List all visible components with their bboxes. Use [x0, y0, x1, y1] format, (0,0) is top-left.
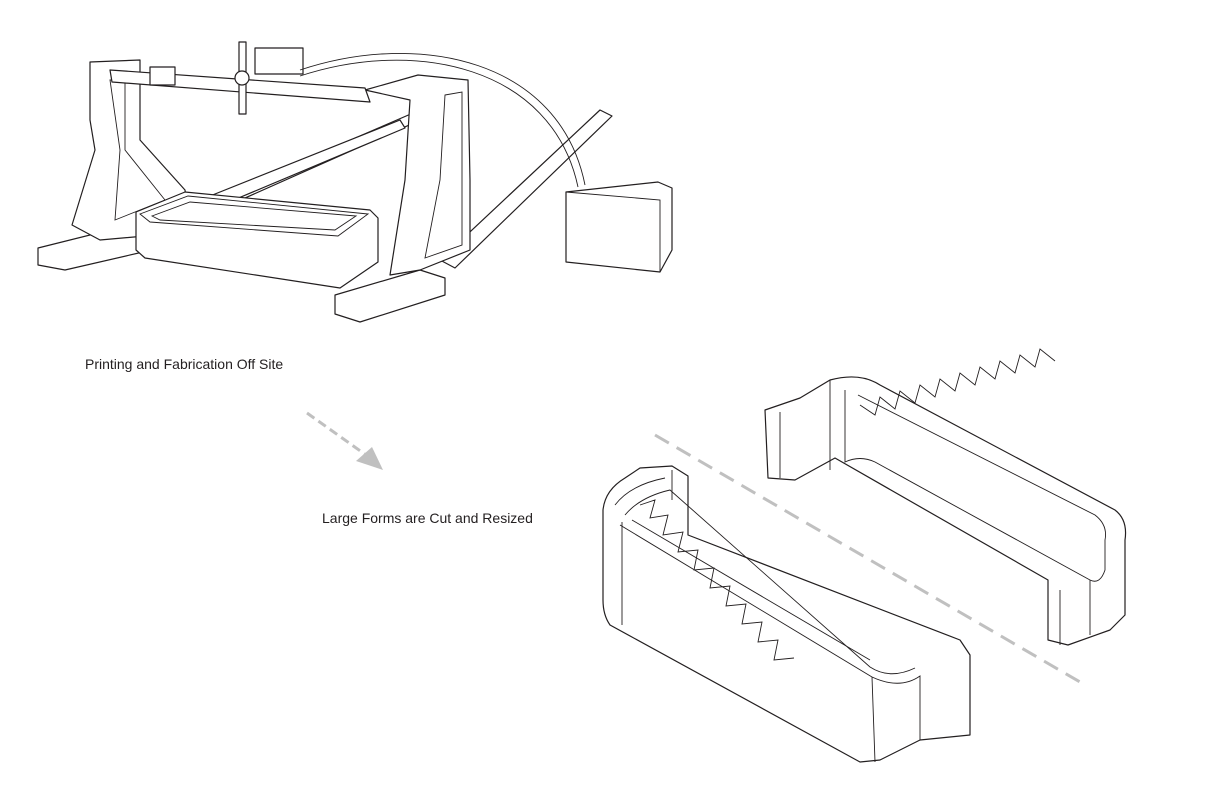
process-arrow — [306, 411, 383, 470]
gantry-printer-illustration — [37, 41, 673, 323]
nozzle-clamp — [234, 70, 250, 86]
material-hopper — [565, 181, 673, 273]
cut-form-right — [764, 348, 1127, 646]
feed-hose — [299, 53, 586, 186]
feed-hose-inner — [299, 59, 579, 188]
step-label-cutting: Large Forms are Cut and Resized — [322, 510, 533, 526]
printed-form-rim — [139, 195, 370, 237]
gantry-beam-collar — [149, 66, 176, 86]
printed-form-rim-inner — [150, 201, 358, 231]
material-hopper-edge — [565, 191, 661, 272]
arrow-head-icon — [356, 447, 383, 470]
step-label-printing: Printing and Fabrication Off Site — [85, 356, 284, 372]
cut-line — [654, 433, 1081, 684]
printed-form-tub — [135, 191, 379, 289]
rail-front — [439, 109, 613, 269]
gantry-leg-right-cutout — [424, 91, 463, 259]
cut-form-left — [602, 465, 971, 763]
gantry-leg-right — [364, 74, 471, 276]
print-carriage — [254, 47, 304, 75]
